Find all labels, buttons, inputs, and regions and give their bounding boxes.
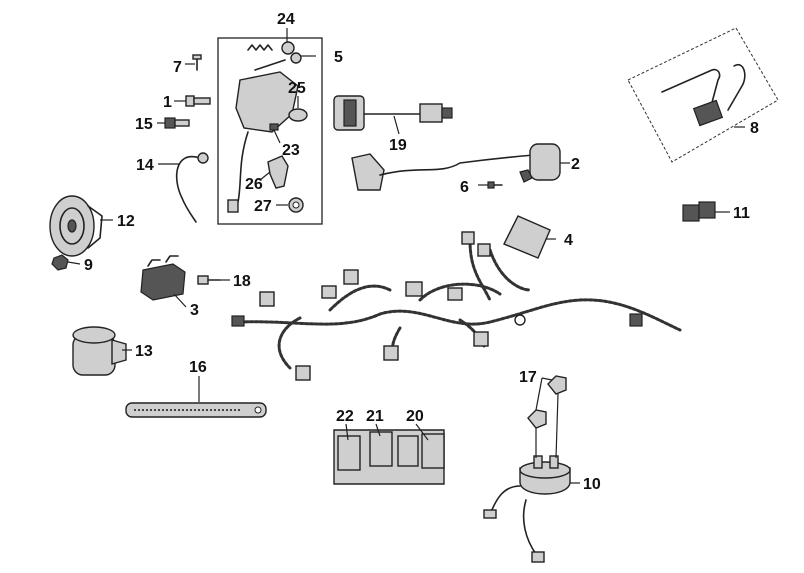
callout-26: 26 bbox=[245, 176, 263, 193]
ignition-switch-body bbox=[235, 71, 299, 133]
callout-labels: 1 2 3 4 5 6 7 8 9 10 11 12 13 14 15 16 1… bbox=[84, 11, 759, 493]
wiring-harness bbox=[231, 231, 682, 381]
bolt-1-part bbox=[185, 95, 211, 107]
key-part bbox=[290, 52, 302, 64]
lead-wire-part bbox=[333, 95, 453, 131]
fuse-box-part bbox=[333, 429, 445, 485]
spring bbox=[247, 44, 273, 51]
screw-7-part bbox=[192, 54, 202, 71]
bolt-23-part bbox=[269, 123, 279, 131]
callout-22: 22 bbox=[336, 408, 354, 425]
callout-1: 1 bbox=[163, 94, 172, 111]
cdi-unit-part bbox=[503, 215, 551, 259]
terminal-cap-parts bbox=[527, 375, 567, 429]
callout-24: 24 bbox=[277, 11, 295, 28]
callout-10: 10 bbox=[583, 476, 601, 493]
group-frame bbox=[217, 37, 323, 225]
callout-18: 18 bbox=[233, 273, 251, 290]
connector-26-part bbox=[267, 155, 289, 189]
callout-20: 20 bbox=[406, 408, 424, 425]
bolt-15-part bbox=[164, 117, 190, 129]
callout-12: 12 bbox=[117, 213, 135, 230]
nut-9-part bbox=[51, 254, 69, 271]
screw-6-part bbox=[487, 181, 503, 189]
callout-3: 3 bbox=[190, 302, 199, 319]
callout-8: 8 bbox=[750, 120, 759, 137]
callout-4: 4 bbox=[564, 232, 573, 249]
callout-23: 23 bbox=[282, 142, 300, 159]
callout-15: 15 bbox=[135, 116, 153, 133]
ignition-coil-part bbox=[351, 143, 561, 191]
connector-11-part bbox=[682, 201, 716, 222]
flasher-part bbox=[72, 326, 127, 376]
callout-2: 2 bbox=[571, 156, 580, 173]
horn-part bbox=[49, 195, 103, 257]
bushing-part bbox=[288, 108, 308, 122]
relay-part bbox=[140, 255, 186, 301]
callout-11: 11 bbox=[733, 205, 750, 222]
callout-9: 9 bbox=[84, 257, 93, 274]
callout-25: 25 bbox=[288, 80, 306, 97]
callout-16: 16 bbox=[189, 359, 207, 376]
washer-hole bbox=[292, 201, 300, 209]
sensor-assembly-group bbox=[627, 27, 779, 163]
strap-part bbox=[125, 402, 267, 418]
bolt-18-part bbox=[197, 275, 221, 285]
callout-21: 21 bbox=[366, 408, 384, 425]
callout-7: 7 bbox=[173, 59, 182, 76]
leader-lines bbox=[67, 28, 745, 484]
callout-5: 5 bbox=[334, 49, 343, 66]
switch-plug bbox=[227, 199, 239, 213]
switch-cable bbox=[237, 131, 249, 203]
starter-relay-part bbox=[483, 455, 571, 563]
callout-13: 13 bbox=[135, 343, 153, 360]
callout-17: 17 bbox=[519, 369, 537, 386]
callout-27: 27 bbox=[254, 198, 272, 215]
ignition-switch-group bbox=[217, 37, 323, 225]
cable-14-part bbox=[175, 152, 209, 223]
key-lock-part bbox=[281, 41, 295, 55]
callout-14: 14 bbox=[136, 157, 154, 174]
callout-19: 19 bbox=[389, 137, 407, 154]
callout-6: 6 bbox=[460, 179, 469, 196]
switch-shaft bbox=[254, 59, 286, 71]
